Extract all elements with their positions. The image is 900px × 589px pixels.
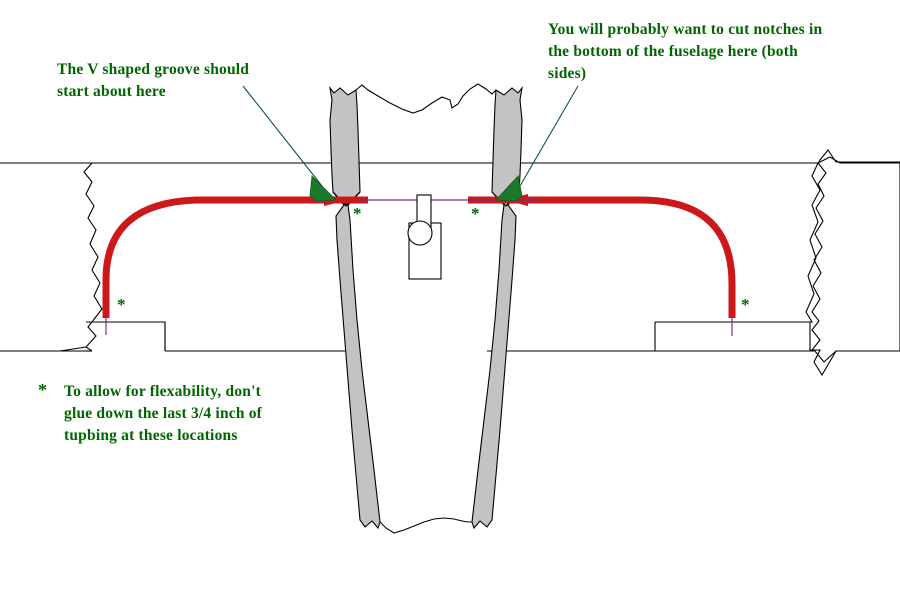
- notch-note-line-3: sides): [548, 65, 586, 82]
- annotation-groove-note: The V shaped groove should start about h…: [57, 61, 249, 100]
- footnote-line-2: glue down the last 3/4 inch of: [64, 405, 263, 422]
- servo-horn: [407, 220, 433, 246]
- leader-line-notch-note: [519, 85, 579, 187]
- notch-note-line-1: You will probably want to cut notches in: [548, 21, 822, 38]
- servo-assembly: [407, 194, 442, 280]
- asterisk-markers: * * * *: [117, 204, 750, 314]
- asterisk-left-wing-end: *: [117, 295, 126, 314]
- callout-leaders: [242, 85, 579, 202]
- asterisk-left-notch: *: [353, 204, 362, 223]
- footnote-line-3: tupbing at these locations: [64, 427, 238, 444]
- fuselage-top-break-edge: [355, 83, 497, 114]
- groove-note-line-2: start about here: [57, 83, 166, 100]
- wing-left-break-edge: [83, 162, 103, 352]
- fuselage-bottom-break-edge: [379, 517, 472, 534]
- tube-right: [506, 196, 736, 318]
- footnote-marker: *: [38, 380, 47, 400]
- annotation-notch-note: You will probably want to cut notches in…: [548, 21, 822, 82]
- wing-right-break-edge: [811, 162, 827, 351]
- arrowhead-notch-note: [495, 175, 523, 202]
- arrowhead-groove-note: [309, 175, 337, 202]
- wing-right-top-continuation: [817, 156, 900, 164]
- asterisk-right-notch: *: [471, 204, 480, 223]
- notch-note-line-2: the bottom of the fuselage here (both: [548, 43, 798, 60]
- leader-line-groove-note: [242, 85, 323, 187]
- wing-right-tip-continuation: [813, 349, 900, 363]
- tube-left: [102, 196, 344, 318]
- wing-assembly: [0, 149, 900, 377]
- footnote-line-1: To allow for flexability, don't: [64, 383, 262, 400]
- groove-note-line-1: The V shaped groove should: [57, 61, 249, 78]
- wing-left-tip-continuation: [0, 346, 87, 352]
- asterisk-right-wing-end: *: [741, 295, 750, 314]
- annotation-footnote: * To allow for flexability, don't glue d…: [38, 380, 263, 444]
